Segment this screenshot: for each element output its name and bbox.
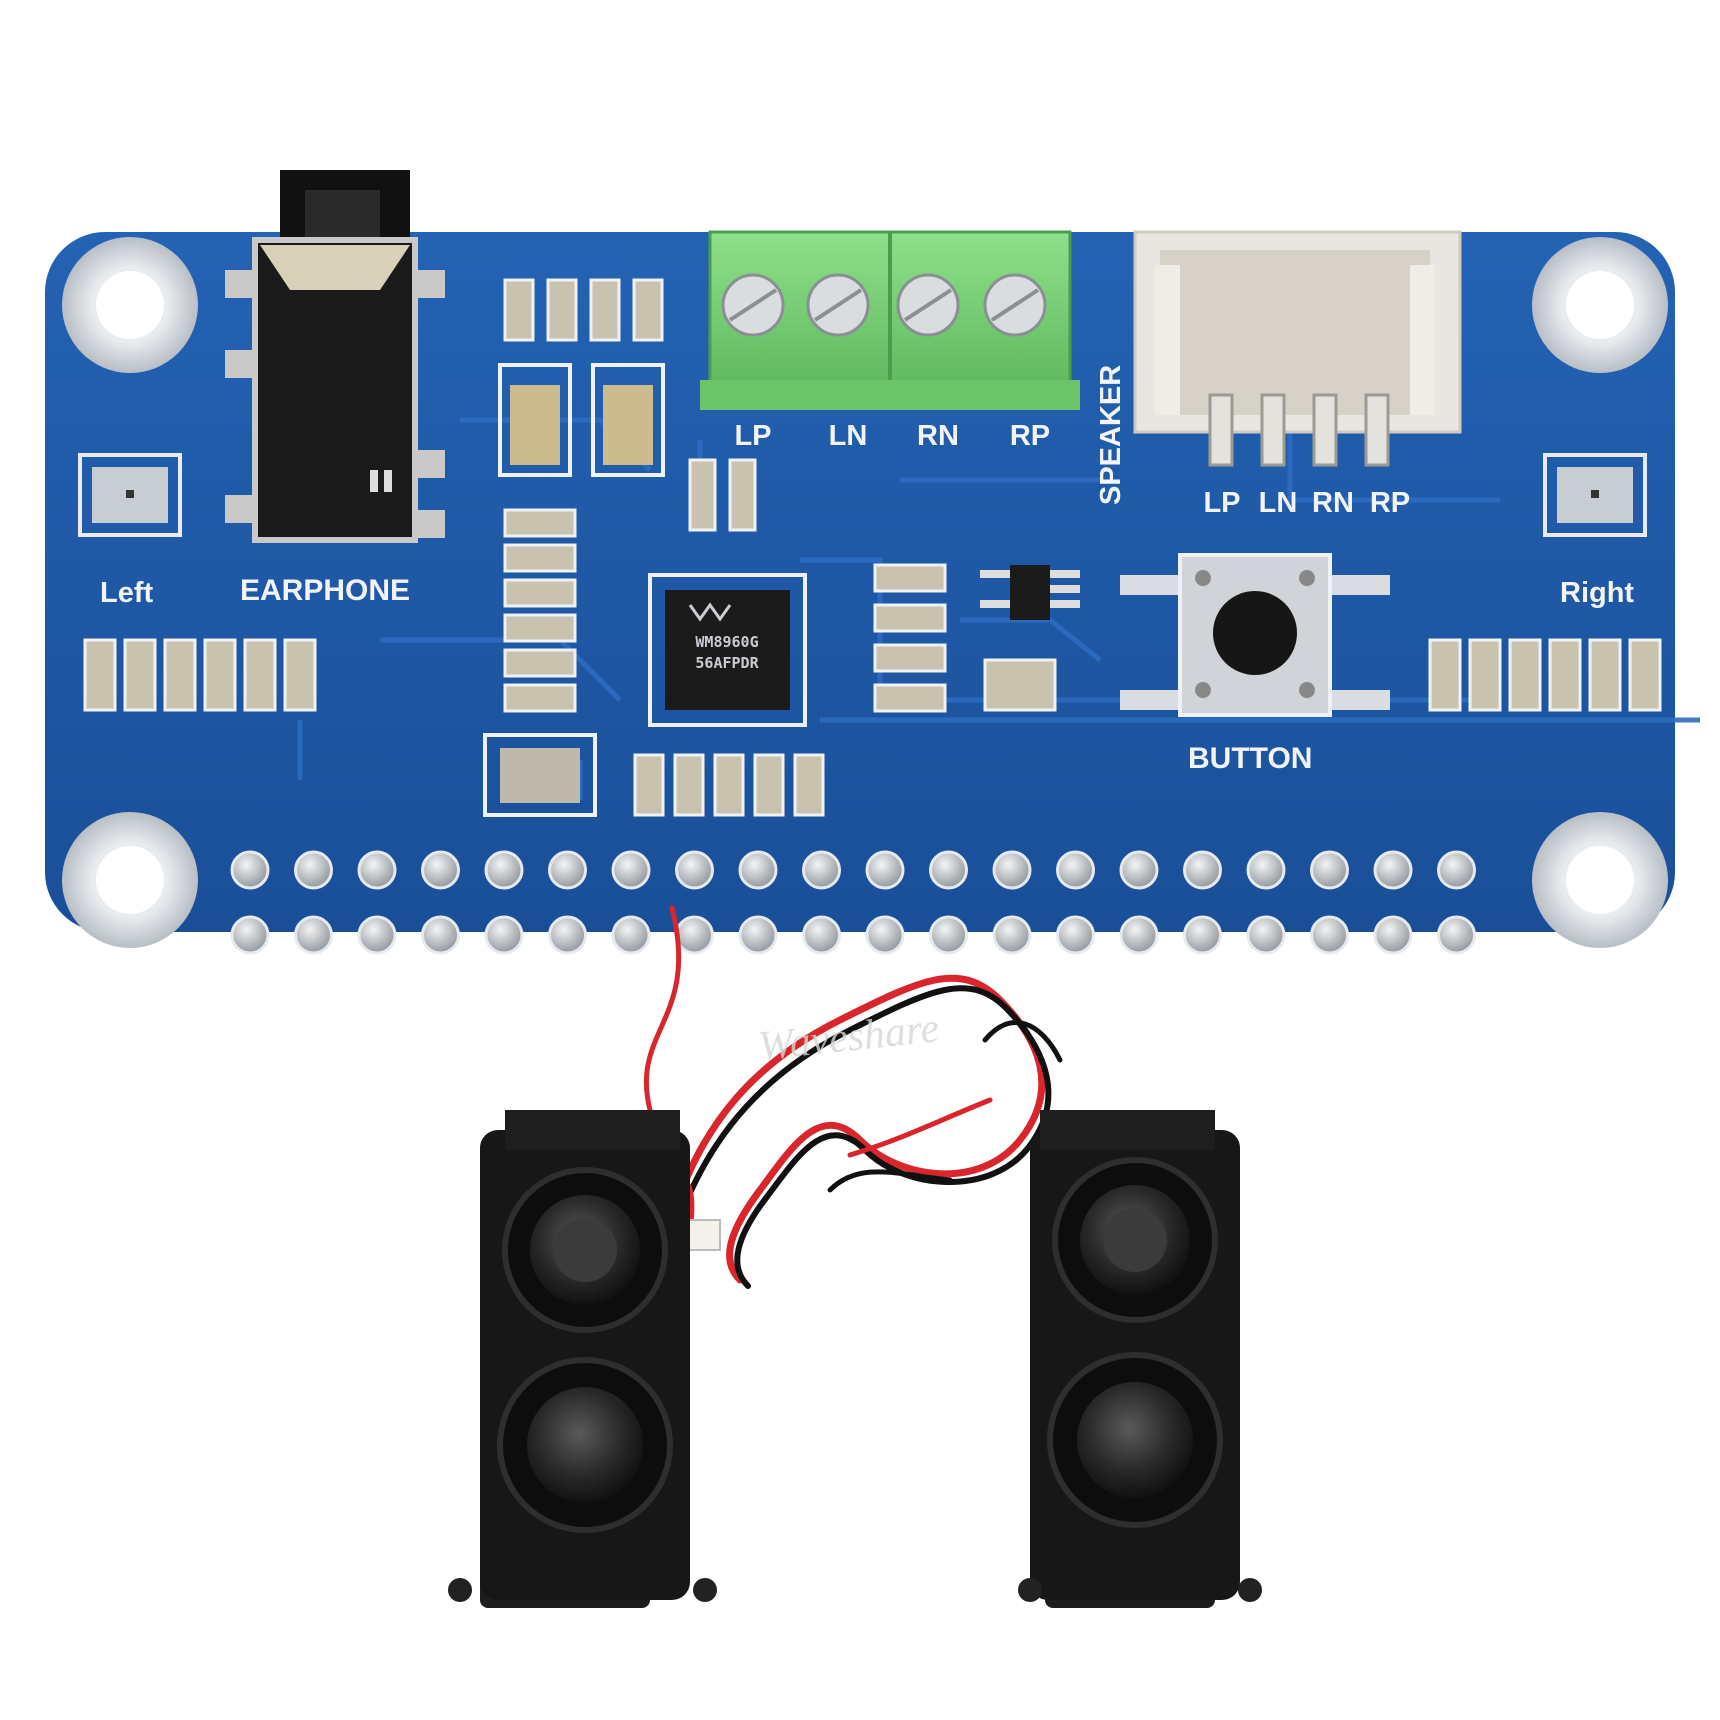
resistor-column bbox=[503, 508, 577, 713]
transistor bbox=[980, 565, 1080, 620]
left-microphone bbox=[78, 453, 182, 537]
silkscreen-labels: EARPHONE Left Right BUTTON SPEAKER LP LN… bbox=[100, 365, 1634, 775]
right-label: Right bbox=[1560, 577, 1634, 609]
gpio-pad bbox=[1183, 915, 1222, 955]
gpio-pad bbox=[548, 915, 587, 955]
button-label: BUTTON bbox=[1188, 742, 1312, 775]
chip-marking-line2: 56AFPDR bbox=[695, 654, 759, 672]
gpio-pad bbox=[357, 915, 397, 955]
gpio-pad bbox=[1437, 850, 1476, 890]
large-capacitors bbox=[498, 363, 757, 532]
gpio-pad bbox=[1310, 850, 1349, 890]
gpio-pad bbox=[548, 850, 587, 890]
gpio-pad bbox=[1246, 915, 1286, 955]
earphone-jack bbox=[225, 170, 445, 543]
gpio-pad bbox=[802, 915, 841, 955]
gpio-pad bbox=[1246, 850, 1286, 890]
gpio-pad bbox=[929, 915, 968, 955]
gpio-pad bbox=[1183, 850, 1222, 890]
gpio-pad bbox=[1373, 850, 1413, 890]
right-resistor-row bbox=[1428, 638, 1662, 712]
gpio-pad bbox=[1310, 915, 1349, 955]
gpio-pad bbox=[675, 915, 714, 955]
gpio-pad bbox=[738, 915, 778, 955]
audio-hat-board: WM8960G 56AFPDR bbox=[45, 170, 1700, 955]
gpio-pad bbox=[294, 850, 333, 890]
gpio-pad bbox=[1119, 850, 1159, 890]
gpio-pad bbox=[992, 915, 1032, 955]
gpio-pad bbox=[484, 850, 524, 890]
gpio-pad bbox=[1437, 915, 1476, 955]
codec-chip: WM8960G 56AFPDR bbox=[648, 573, 807, 727]
gpio-pad bbox=[1056, 850, 1095, 890]
left-label: Left bbox=[100, 577, 154, 609]
connector-label-rn: RN bbox=[1312, 487, 1354, 519]
bottom-capacitor-row bbox=[633, 753, 825, 817]
screw-terminal bbox=[700, 230, 1080, 410]
crystal-oscillator bbox=[483, 733, 597, 817]
gpio-pad bbox=[421, 915, 460, 955]
gpio-pad bbox=[675, 850, 714, 890]
terminal-label-ln: LN bbox=[829, 420, 868, 452]
speaker-label: SPEAKER bbox=[1095, 365, 1127, 505]
gpio-header bbox=[230, 850, 1476, 955]
tactile-button bbox=[1120, 553, 1390, 717]
gpio-pad bbox=[611, 915, 651, 955]
gpio-pad bbox=[421, 850, 460, 890]
gpio-pad bbox=[1056, 915, 1095, 955]
earphone-label: EARPHONE bbox=[240, 574, 410, 607]
connector-label-rp: RP bbox=[1370, 487, 1410, 519]
connector-label-lp: LP bbox=[1203, 487, 1240, 519]
gpio-pad bbox=[865, 915, 905, 955]
gpio-pad bbox=[1119, 915, 1159, 955]
mounting-holes bbox=[62, 237, 1668, 948]
speaker-connector bbox=[1133, 230, 1462, 467]
chip-marking-line1: WM8960G bbox=[695, 633, 758, 651]
gpio-pad bbox=[230, 850, 270, 890]
terminal-label-lp: LP bbox=[734, 420, 771, 452]
gpio-pad bbox=[611, 850, 651, 890]
watermark-text: Waveshare bbox=[756, 1005, 941, 1070]
gpio-pad bbox=[294, 915, 333, 955]
connector-label-ln: LN bbox=[1259, 487, 1298, 519]
left-resistor-row bbox=[83, 638, 317, 712]
right-components bbox=[873, 563, 1057, 713]
right-microphone bbox=[1543, 453, 1647, 537]
gpio-pad bbox=[357, 850, 397, 890]
top-capacitor-row bbox=[503, 278, 664, 342]
gpio-pad bbox=[802, 850, 841, 890]
gpio-pad bbox=[230, 915, 270, 955]
gpio-pad bbox=[929, 850, 968, 890]
gpio-pad bbox=[865, 850, 905, 890]
gpio-pad bbox=[1373, 915, 1413, 955]
right-speaker bbox=[1018, 1110, 1262, 1608]
gpio-pad bbox=[484, 915, 524, 955]
terminal-label-rp: RP bbox=[1010, 420, 1050, 452]
gpio-pad bbox=[738, 850, 778, 890]
terminal-label-rn: RN bbox=[917, 420, 959, 452]
left-speaker bbox=[448, 1110, 717, 1608]
gpio-pad bbox=[992, 850, 1032, 890]
